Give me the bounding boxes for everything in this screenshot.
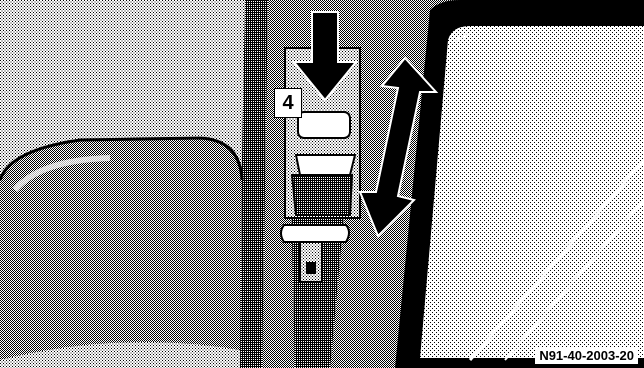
adjuster-slider (298, 112, 350, 138)
belt-guide (296, 155, 355, 175)
figure-reference-code: N91-40-2003-20 (535, 348, 638, 364)
belt-loop (292, 175, 352, 215)
belt-tongue (281, 225, 349, 242)
window-glass (420, 26, 644, 358)
callout-number: 4 (274, 88, 302, 118)
